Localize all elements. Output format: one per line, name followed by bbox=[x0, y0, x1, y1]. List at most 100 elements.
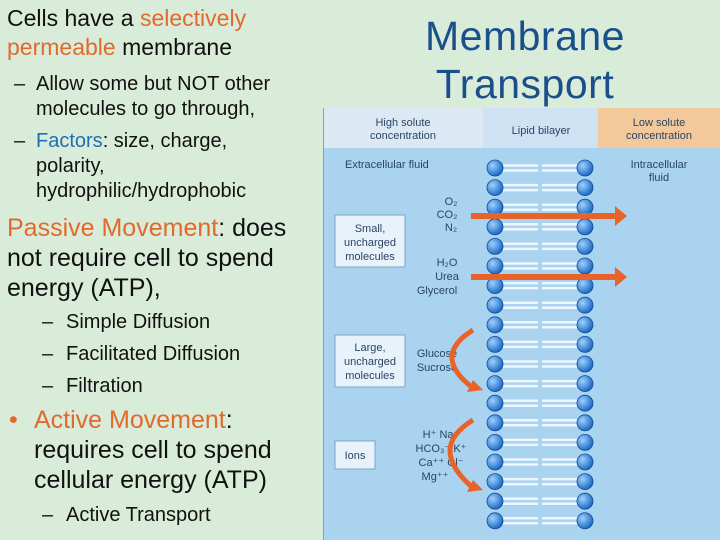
phospholipid-row bbox=[486, 473, 594, 491]
intracellular-line-1: Intracellular bbox=[631, 159, 688, 171]
lipid-head bbox=[486, 453, 504, 471]
ions-row-4: Mg⁺⁺ bbox=[422, 471, 449, 483]
phospholipid-row bbox=[486, 198, 594, 216]
active-line-3: cellular energy (ATP) bbox=[34, 466, 267, 494]
passive-colon: : does bbox=[218, 214, 287, 242]
passive-line-2: not require cell to spend bbox=[7, 244, 274, 272]
ions-row-2: HCO₃⁻ K⁺ bbox=[416, 443, 467, 455]
lipid-head bbox=[486, 512, 504, 530]
heading-line-1: Cells have a selectively bbox=[7, 5, 246, 32]
passive-accent: Passive Movement bbox=[7, 214, 219, 242]
figure-header-left bbox=[323, 108, 483, 148]
large-box-line-3: molecules bbox=[345, 370, 395, 382]
sub2-line-1: Factors: size, charge, bbox=[36, 130, 227, 152]
phospholipid-row bbox=[486, 296, 594, 314]
phospholipid-row bbox=[486, 394, 594, 412]
active-line-2: requires cell to spend bbox=[34, 436, 272, 464]
lipid-head bbox=[576, 257, 594, 275]
large-molecules-box bbox=[334, 334, 406, 388]
small-molecule-arrow-2 bbox=[471, 267, 627, 287]
sub1-dash: – bbox=[14, 73, 26, 95]
passive-item-2-dash: – bbox=[42, 343, 54, 365]
lipid-head bbox=[486, 257, 504, 275]
sub2-dash: – bbox=[14, 130, 26, 152]
lipid-head bbox=[576, 159, 594, 177]
lipid-head bbox=[486, 492, 504, 510]
title-line-1: Membrane bbox=[425, 13, 625, 59]
small-molecule-arrow-1 bbox=[471, 206, 627, 226]
title-line-2: Transport bbox=[435, 61, 615, 108]
lipid-head bbox=[486, 237, 504, 255]
phospholipid-row bbox=[486, 453, 594, 471]
low-solute-line-1: Low solute bbox=[633, 117, 686, 129]
lipid-head bbox=[576, 433, 594, 451]
figure-header-mid bbox=[483, 108, 598, 148]
small-box-line-1: Small, bbox=[355, 223, 386, 235]
active-bullet: • bbox=[9, 406, 18, 434]
lipid-head bbox=[486, 335, 504, 353]
sub1-line-2: molecules to go through, bbox=[36, 98, 256, 120]
lipid-head bbox=[576, 394, 594, 412]
phospholipid-row bbox=[486, 257, 594, 275]
phospholipid-row bbox=[486, 237, 594, 255]
lipid-head bbox=[486, 198, 504, 216]
lipid-head bbox=[576, 355, 594, 373]
lipid-head bbox=[486, 394, 504, 412]
extracellular-label: Extracellular fluid bbox=[345, 159, 429, 171]
slide-title: Membrane Transport bbox=[370, 12, 680, 109]
phospholipid-row bbox=[486, 159, 594, 177]
sub1-line-1: Allow some but NOT other bbox=[36, 73, 271, 95]
phospholipid-row bbox=[486, 179, 594, 196]
lipid-head bbox=[486, 433, 504, 451]
glucose-label: Glucose bbox=[417, 348, 457, 360]
phospholipid-row bbox=[486, 492, 594, 510]
high-solute-line-1: High solute bbox=[375, 117, 430, 129]
lipid-head bbox=[486, 296, 504, 314]
passive-line-3: energy (ATP), bbox=[7, 274, 161, 302]
heading-accent-permeable: permeable bbox=[7, 34, 116, 60]
phospholipid-row bbox=[486, 414, 594, 432]
active-item-active-transport: Active Transport bbox=[66, 504, 211, 526]
heading-line-2: permeable membrane bbox=[7, 34, 232, 61]
low-solute-line-2: concentration bbox=[626, 130, 692, 142]
o2-label: O₂ bbox=[445, 196, 458, 208]
small-box-line-2: uncharged bbox=[344, 237, 396, 249]
large-arrow-head bbox=[467, 380, 483, 392]
lipid-head bbox=[576, 453, 594, 471]
sub2-line-3: hydrophilic/hydrophobic bbox=[36, 180, 247, 202]
passive-item-simple-diffusion: Simple Diffusion bbox=[66, 311, 211, 333]
co2-label: CO₂ bbox=[437, 209, 458, 221]
lipid-head bbox=[576, 512, 594, 530]
sub2-line-2: polarity, bbox=[36, 155, 105, 177]
phospholipid-row bbox=[486, 316, 594, 334]
glycerol-label: Glycerol bbox=[417, 285, 457, 297]
high-solute-line-2: concentration bbox=[370, 130, 436, 142]
lipid-head bbox=[576, 335, 594, 353]
figure-header-right bbox=[598, 108, 720, 148]
passive-item-3-dash: – bbox=[42, 375, 54, 397]
small-molecules-box bbox=[334, 214, 406, 268]
phospholipid-row bbox=[486, 218, 594, 236]
lipid-bilayer bbox=[486, 159, 594, 530]
passive-line-1: Passive Movement: does bbox=[7, 214, 286, 242]
lipid-head bbox=[486, 414, 504, 432]
active-colon: : bbox=[225, 406, 233, 434]
phospholipid-row bbox=[486, 375, 594, 393]
lipid-head bbox=[576, 198, 594, 216]
factors-accent: Factors bbox=[36, 130, 103, 152]
membrane-transport-figure: High solute concentration Lipid bilayer … bbox=[323, 108, 720, 540]
phospholipid-row bbox=[486, 355, 594, 373]
lipid-bilayer-label: Lipid bilayer bbox=[512, 125, 571, 137]
passive-item-1-dash: – bbox=[42, 311, 54, 333]
lipid-head bbox=[576, 492, 594, 510]
passive-item-filtration: Filtration bbox=[66, 375, 143, 397]
active-accent: Active Movement bbox=[34, 406, 226, 434]
lipid-head bbox=[576, 414, 594, 432]
lipid-head bbox=[486, 316, 504, 334]
ions-curved-arrow bbox=[447, 417, 475, 490]
phospholipid-row bbox=[486, 433, 594, 451]
lipid-head bbox=[486, 473, 504, 491]
active-line-1: Active Movement: bbox=[34, 406, 233, 434]
lipid-head bbox=[486, 355, 504, 373]
h2o-label: H₂O bbox=[437, 257, 458, 269]
